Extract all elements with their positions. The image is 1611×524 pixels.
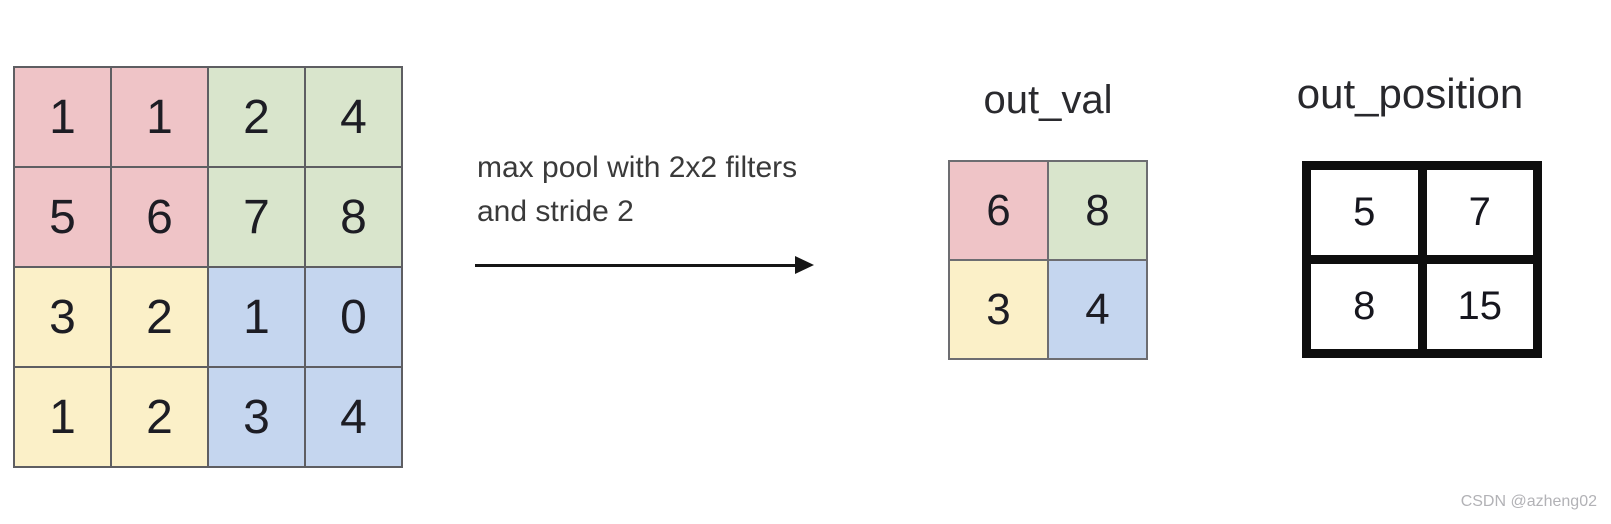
input-cell: 1 bbox=[209, 268, 304, 366]
input-cell: 4 bbox=[306, 68, 401, 166]
out-val-cell: 6 bbox=[950, 162, 1047, 259]
out-position-cell: 5 bbox=[1311, 170, 1418, 255]
out-position-cell: 15 bbox=[1426, 264, 1533, 349]
input-cell: 0 bbox=[306, 268, 401, 366]
input-cell: 2 bbox=[112, 268, 207, 366]
input-cell: 6 bbox=[112, 168, 207, 266]
out-val-grid: 6 8 3 4 bbox=[948, 160, 1148, 360]
out-val-cell: 8 bbox=[1049, 162, 1146, 259]
operation-label-line2: and stride 2 bbox=[477, 195, 634, 228]
out-position-cell: 8 bbox=[1311, 264, 1418, 349]
arrow-head-icon bbox=[795, 256, 814, 274]
arrow-right-icon bbox=[475, 264, 799, 267]
input-grid: 1 1 2 4 5 6 7 8 3 2 1 0 1 2 3 4 bbox=[13, 66, 403, 468]
out-val-title: out_val bbox=[983, 78, 1113, 122]
out-position-grid: 5 7 8 15 bbox=[1302, 161, 1542, 358]
input-cell: 7 bbox=[209, 168, 304, 266]
input-cell: 2 bbox=[112, 368, 207, 466]
operation-label-line1: max pool with 2x2 filters bbox=[477, 151, 798, 184]
out-position-cell: 7 bbox=[1426, 170, 1533, 255]
out-position-title: out_position bbox=[1296, 70, 1524, 117]
out-val-cell: 3 bbox=[950, 261, 1047, 358]
input-cell: 1 bbox=[15, 68, 110, 166]
input-cell: 3 bbox=[209, 368, 304, 466]
operation-label: max pool with 2x2 filters and stride 2 bbox=[477, 146, 797, 234]
input-cell: 8 bbox=[306, 168, 401, 266]
input-cell: 4 bbox=[306, 368, 401, 466]
input-cell: 2 bbox=[209, 68, 304, 166]
input-cell: 1 bbox=[15, 368, 110, 466]
input-cell: 1 bbox=[112, 68, 207, 166]
out-val-cell: 4 bbox=[1049, 261, 1146, 358]
watermark: CSDN @azheng02 bbox=[1460, 493, 1597, 510]
input-cell: 3 bbox=[15, 268, 110, 366]
input-cell: 5 bbox=[15, 168, 110, 266]
